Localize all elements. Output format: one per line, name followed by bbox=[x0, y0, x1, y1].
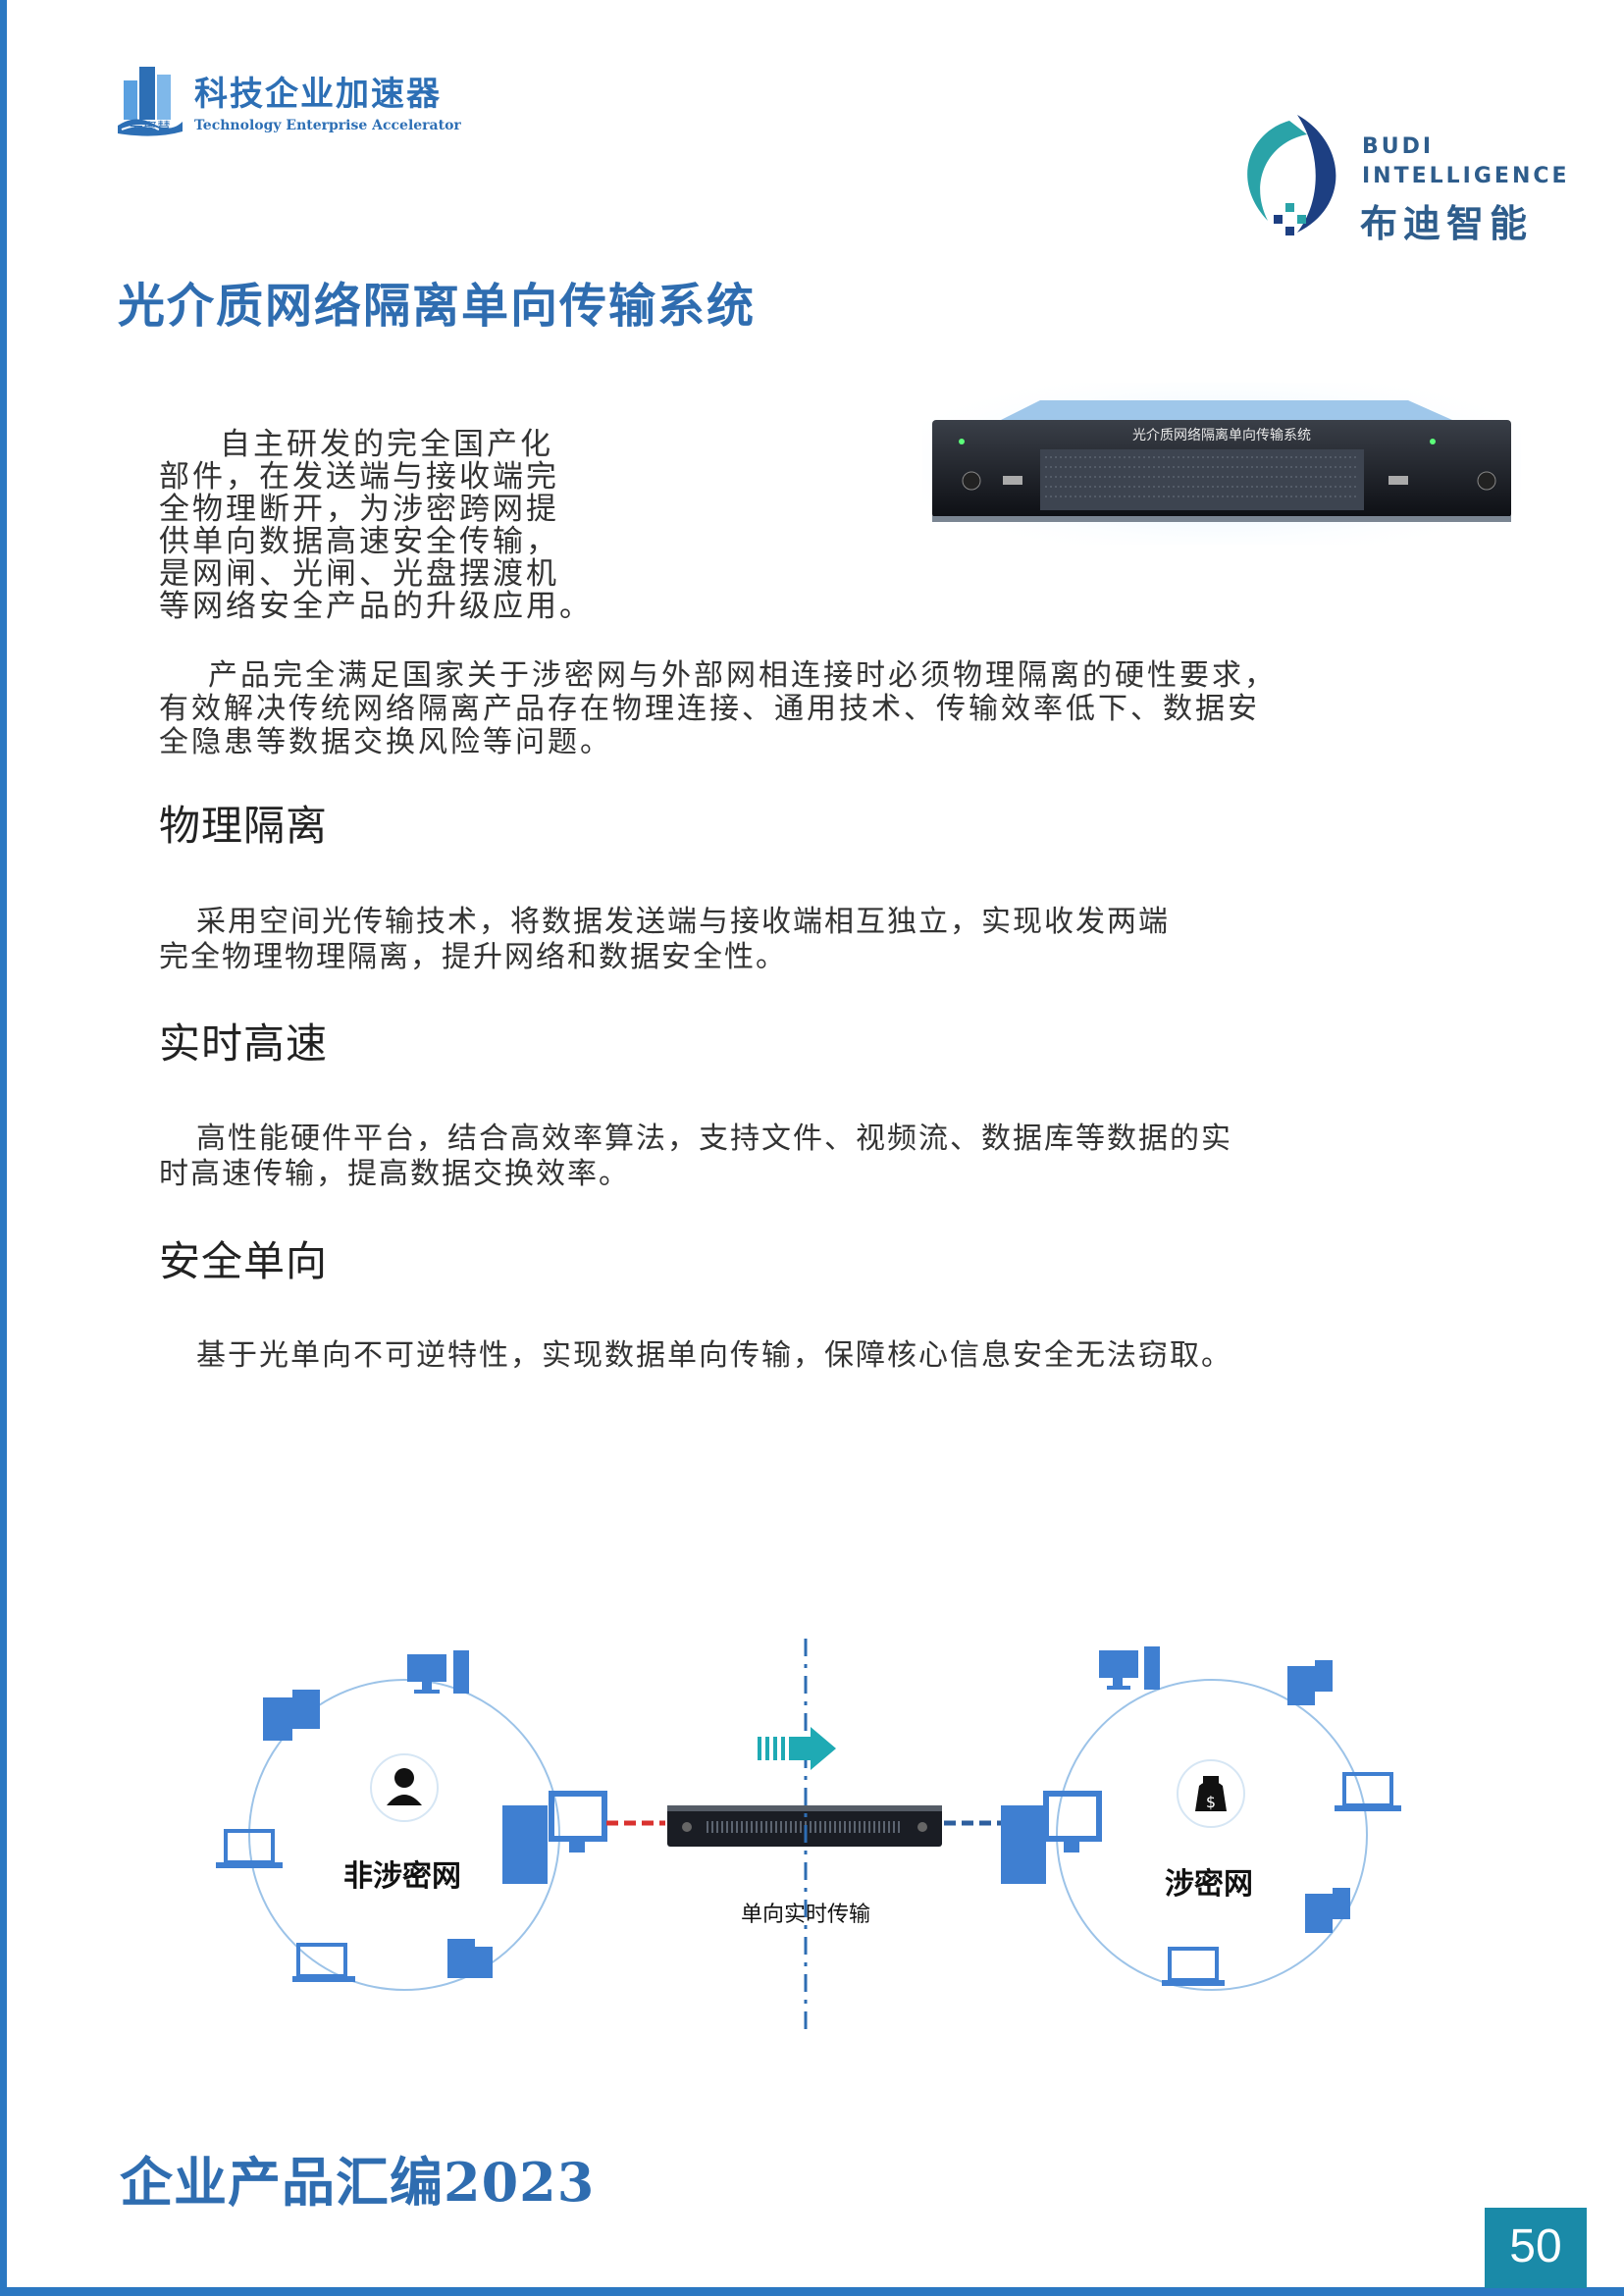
server-tower-icon-right bbox=[1287, 1660, 1333, 1705]
desktop-monitor-icon bbox=[407, 1650, 469, 1694]
page-title: 光介质网络隔离单向传输系统 bbox=[118, 279, 757, 334]
brand-title: 科技企业加速器 bbox=[194, 75, 442, 114]
intro-line: 供单向数据高速安全传输， bbox=[159, 524, 559, 559]
workstation-icon bbox=[502, 1791, 607, 1884]
svg-text:$: $ bbox=[1206, 1793, 1216, 1811]
laptop-icon-right bbox=[1335, 1772, 1401, 1811]
server-tower-icon-2 bbox=[447, 1939, 493, 1978]
product-device-label: 光介质网络隔离单向传输系统 bbox=[1132, 427, 1311, 444]
non-classified-network-ring bbox=[248, 1679, 560, 1991]
workstation-icon-right bbox=[1001, 1791, 1102, 1884]
budi-name-en-1: BUDI bbox=[1362, 134, 1435, 159]
money-bag-icon: $ bbox=[1195, 1776, 1227, 1811]
intro-paragraph: 自主研发的完全国产化 部件，在发送端与接收端完 全物理断开，为涉密跨网提 供单向… bbox=[159, 429, 620, 623]
laptop-icon bbox=[216, 1829, 283, 1868]
left-network-label: 非涉密网 bbox=[343, 1859, 461, 1894]
bottom-border-rule bbox=[0, 2287, 1624, 2296]
accelerator-brand: 科技企业加速器 云聚慧 Technology Enterprise Accele… bbox=[116, 61, 489, 149]
paragraph-line: 全隐患等数据交换风险等问题。 bbox=[159, 725, 612, 759]
intro-line: 全物理断开，为涉密跨网提 bbox=[159, 492, 559, 527]
network-diagram: 非涉密网 单向实时传输 bbox=[216, 1639, 1401, 2031]
page-number: 50 bbox=[1509, 2220, 1562, 2272]
footer-title: 企业产品汇编2023 bbox=[120, 2151, 596, 2214]
section-line: 采用空间光传输技术，将数据发送端与接收端相互独立，实现收发两端 bbox=[196, 905, 1170, 939]
brand-subtitle: Technology Enterprise Accelerator bbox=[194, 118, 461, 133]
budi-intelligence-brand: BUDI INTELLIGENCE 布迪智能 bbox=[1229, 113, 1567, 250]
section-body-secure-oneway: 基于光单向不可逆特性，实现数据单向传输，保障核心信息安全无法窃取。 bbox=[159, 1338, 1232, 1374]
requirements-paragraph: 产品完全满足国家关于涉密网与外部网相连接时必须物理隔离的硬性要求， 有效解决传统… bbox=[159, 659, 1395, 759]
section-line: 基于光单向不可逆特性，实现数据单向传输，保障核心信息安全无法窃取。 bbox=[196, 1338, 1232, 1373]
left-border-rule bbox=[0, 0, 7, 2296]
product-device-image: 光介质网络隔离单向传输系统 bbox=[922, 383, 1521, 545]
paragraph-line: 产品完全满足国家关于涉密网与外部网相连接时必须物理隔离的硬性要求， bbox=[208, 658, 1277, 693]
right-network-label: 涉密网 bbox=[1165, 1867, 1253, 1902]
accelerator-logo-icon bbox=[118, 67, 183, 136]
page-number-box: 50 bbox=[1485, 2208, 1587, 2288]
laptop-icon-2 bbox=[292, 1943, 355, 1982]
laptop-icon-right-2 bbox=[1162, 1947, 1225, 1986]
intro-line: 等网络安全产品的升级应用。 bbox=[159, 589, 593, 624]
intro-line: 部件，在发送端与接收端完 bbox=[159, 459, 559, 495]
section-body-realtime-speed: 高性能硬件平台，结合高效率算法，支持文件、视频流、数据库等数据的实 时高速传输，… bbox=[159, 1122, 1232, 1192]
classified-network-ring bbox=[1056, 1679, 1368, 1991]
section-heading-realtime-speed: 实时高速 bbox=[159, 1019, 329, 1068]
desktop-monitor-icon-right bbox=[1099, 1646, 1160, 1690]
server-tower-icon bbox=[263, 1690, 320, 1741]
section-line: 高性能硬件平台，结合高效率算法，支持文件、视频流、数据库等数据的实 bbox=[196, 1122, 1232, 1156]
intro-line: 是网闸、光闸、光盘摆渡机 bbox=[159, 556, 559, 592]
intro-line: 自主研发的完全国产化 bbox=[220, 427, 553, 462]
server-tower-icon-right-2 bbox=[1305, 1888, 1350, 1933]
budi-name-en-2: INTELLIGENCE bbox=[1362, 164, 1570, 188]
section-line: 时高速传输，提高数据交换效率。 bbox=[159, 1157, 630, 1191]
paragraph-line: 有效解决传统网络隔离产品存在物理连接、通用技术、传输效率低下、数据安 bbox=[159, 692, 1260, 726]
section-body-physical-isolation: 采用空间光传输技术，将数据发送端与接收端相互独立，实现收发两端 完全物理物理隔离… bbox=[159, 905, 1170, 975]
user-person-icon bbox=[387, 1768, 422, 1805]
center-transfer-label: 单向实时传输 bbox=[741, 1903, 870, 1927]
section-line: 完全物理物理隔离，提升网络和数据安全性。 bbox=[159, 940, 787, 974]
budi-logo-icon bbox=[1247, 115, 1336, 235]
oneway-arrow-icon bbox=[758, 1727, 836, 1770]
budi-name-cn: 布迪智能 bbox=[1360, 202, 1534, 245]
brand-mark-text: 云聚慧 bbox=[130, 121, 171, 136]
section-heading-physical-isolation: 物理隔离 bbox=[159, 802, 329, 850]
section-heading-secure-oneway: 安全单向 bbox=[159, 1237, 329, 1285]
